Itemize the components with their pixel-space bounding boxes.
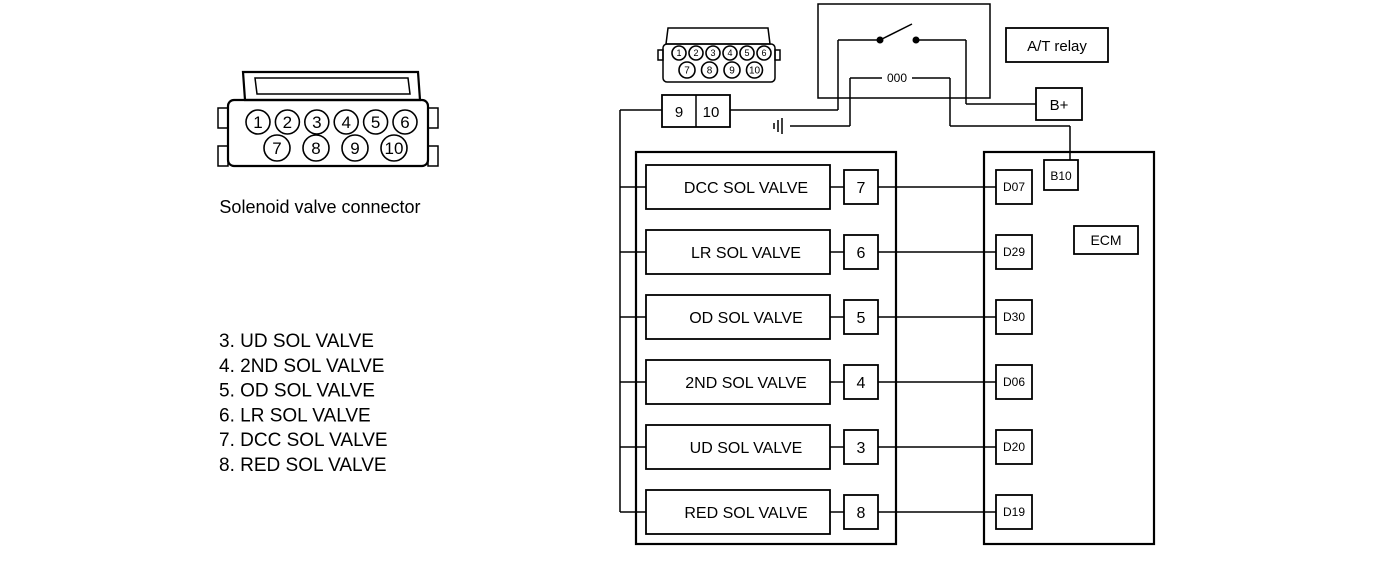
big-pin-9-circle <box>341 134 369 162</box>
legend-item: 7. DCC SOL VALVE <box>219 430 388 451</box>
legend-item: 3. UD SOL VALVE <box>219 331 374 352</box>
big-pin-2-label: 2 <box>283 113 292 132</box>
pin-9-10-connector: 9 10 <box>661 94 731 128</box>
valve-name: RED SOL VALVE <box>684 505 807 522</box>
small-pin-7-label: 7 <box>684 66 690 77</box>
valve-panel <box>634 150 898 546</box>
small-connector: 1 2 3 4 5 6 7 8 9 10 <box>657 27 781 83</box>
big-pin-1-circle <box>245 109 271 135</box>
small-pin-8-circle <box>700 61 719 79</box>
valve-box <box>645 164 831 210</box>
small-pin-10-circle <box>745 61 764 79</box>
legend-item: 5. OD SOL VALVE <box>219 381 375 402</box>
small-pin-1-circle <box>671 45 687 61</box>
ecm-b10-label: B10 <box>1050 169 1072 183</box>
small-pin-3-label: 3 <box>710 48 715 58</box>
small-pin-8-label: 8 <box>707 66 713 77</box>
small-pin-2-circle <box>688 45 704 61</box>
big-pin-7-label: 7 <box>272 139 281 158</box>
legend-list: 3. UD SOL VALVE 4. 2ND SOL VALVE 5. OD SOL… <box>219 331 388 476</box>
valve-box <box>645 294 831 340</box>
valve-name: OD SOL VALVE <box>689 310 803 327</box>
ecm-pin-label: D19 <box>1003 505 1025 519</box>
ecm-pin-box <box>995 364 1033 400</box>
small-pin-6-circle <box>756 45 772 61</box>
ecm-pin-box <box>995 429 1033 465</box>
valve-pin-number: 6 <box>857 245 866 262</box>
legend-item: 8. RED SOL VALVE <box>219 455 387 476</box>
ecm-pin-box <box>995 169 1033 205</box>
big-pin-3-circle <box>303 109 330 135</box>
valve-rows: DCC SOL VALVE 7 D07 LR SOL VALVE 6 D29 OD SOL … <box>620 164 1033 535</box>
ecm-panel <box>982 150 1156 546</box>
valve-name: 2ND SOL VALVE <box>685 375 807 392</box>
small-pin-4-label: 4 <box>727 48 732 58</box>
legend-item: 4. 2ND SOL VALVE <box>219 356 384 377</box>
ground-bus <box>619 109 662 512</box>
big-pin-3-label: 3 <box>312 113 321 132</box>
big-pin-7-circle <box>263 134 291 162</box>
ecm-pin-label: D30 <box>1003 310 1025 324</box>
legend-item: 6. LR SOL VALVE <box>219 405 371 426</box>
ecm-pin-label: D07 <box>1003 180 1025 194</box>
connector-caption: Solenoid valve connector <box>219 197 420 217</box>
small-pin-10-label: 10 <box>749 66 761 77</box>
valve-box <box>645 489 831 535</box>
small-pin-9-circle <box>723 61 741 79</box>
big-pin-8-circle <box>302 134 330 162</box>
valve-pin-box <box>843 299 879 335</box>
ecm-pin-label: D06 <box>1003 375 1025 389</box>
big-pin-8-label: 8 <box>311 139 320 158</box>
big-pin-5-label: 5 <box>371 113 380 132</box>
solenoid-valve-connector: 1 2 3 4 5 6 7 8 9 10 <box>217 70 439 168</box>
ecm-pin-box <box>995 299 1033 335</box>
valve-pin-number: 4 <box>857 375 866 392</box>
bplus-label: B+ <box>1050 97 1069 114</box>
small-pin-5-label: 5 <box>744 48 749 58</box>
ecm-pin-box <box>995 494 1033 530</box>
small-pin-5-circle <box>739 45 755 61</box>
ecm-pin-label: D20 <box>1003 440 1025 454</box>
big-pin-4-circle <box>333 109 360 135</box>
ecm-label: ECM <box>1090 232 1121 248</box>
valve-pin-number: 7 <box>857 180 866 197</box>
valve-name: UD SOL VALVE <box>690 440 803 457</box>
relay-label: A/T relay <box>1027 38 1087 55</box>
pin-10-label: 10 <box>703 104 720 121</box>
small-pin-2-label: 2 <box>693 48 698 58</box>
big-pin-6-label: 6 <box>400 113 409 132</box>
ecm-pin-box <box>995 234 1033 270</box>
small-pin-4-circle <box>722 45 738 61</box>
small-pin-1-label: 1 <box>676 48 681 58</box>
valve-name: DCC SOL VALVE <box>684 180 808 197</box>
valve-pin-number: 5 <box>857 310 866 327</box>
ecm-pin-label: D29 <box>1003 245 1025 259</box>
pin-9-label: 9 <box>675 104 683 121</box>
relay-coil: 000 <box>887 71 907 85</box>
big-pin-4-label: 4 <box>341 113 350 132</box>
relay-circuit: 000 A/T relay B+ <box>730 3 1109 160</box>
valve-pin-box <box>843 494 879 530</box>
big-pin-1-label: 1 <box>253 113 262 132</box>
big-pin-9-label: 9 <box>350 139 359 158</box>
big-pin-10-circle <box>380 134 408 162</box>
big-pin-5-circle <box>362 109 389 135</box>
valve-pin-box <box>843 364 879 400</box>
small-pin-6-label: 6 <box>761 48 766 58</box>
big-pin-2-circle <box>274 109 301 135</box>
big-pin-6-circle <box>392 109 418 135</box>
valve-name: LR SOL VALVE <box>691 245 801 262</box>
small-pin-7-circle <box>678 61 696 79</box>
small-pin-3-circle <box>705 45 721 61</box>
valve-pin-number: 3 <box>857 440 866 457</box>
ecm-label-box <box>1073 225 1139 255</box>
valve-pin-number: 8 <box>857 505 866 522</box>
big-pin-10-label: 10 <box>385 139 404 158</box>
valve-box <box>645 229 831 275</box>
small-pin-9-label: 9 <box>729 66 735 77</box>
valve-pin-box <box>843 169 879 205</box>
valve-box <box>645 359 831 405</box>
ecm-b10-box <box>1043 159 1079 191</box>
